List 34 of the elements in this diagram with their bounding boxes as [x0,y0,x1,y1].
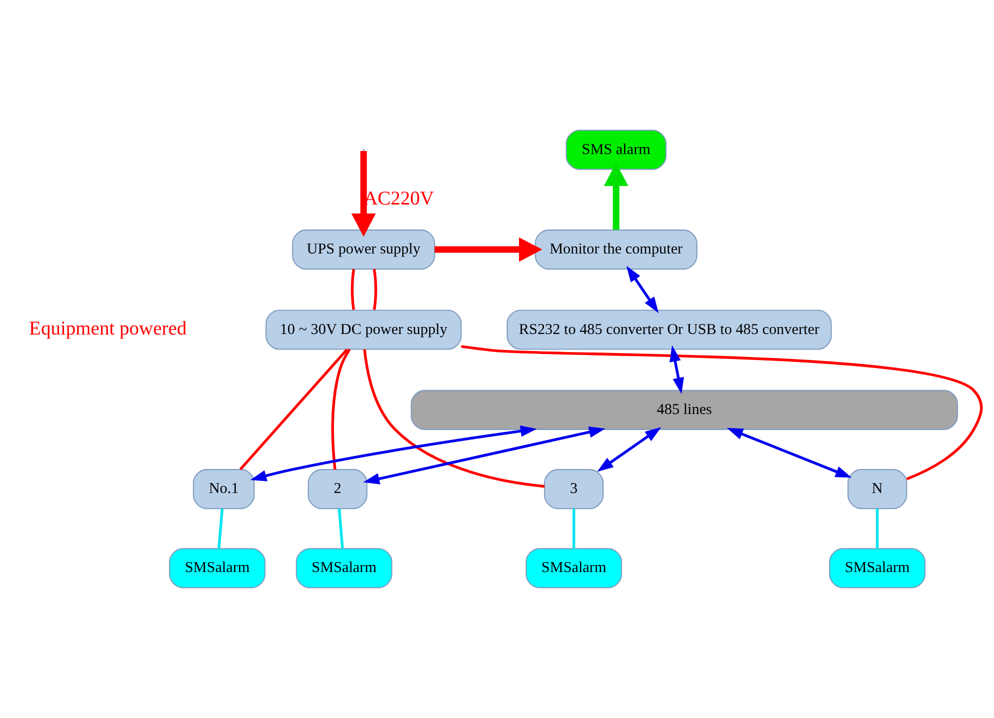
arrow [597,427,662,472]
arrow [434,237,542,262]
connector [338,508,344,549]
node-box: No.1 [192,469,255,510]
node-box: UPS power supply [292,230,436,270]
arrow [250,426,537,482]
arrow [670,345,684,394]
node-box: 2 [308,469,368,510]
node-box: SMSalarm [296,548,392,588]
node-box: Monitor the computer [534,230,698,270]
node-box: 3 [544,469,604,510]
connector [239,348,348,470]
node-box: SMSalarm [169,548,266,588]
arrow [626,266,659,314]
connector [876,508,879,549]
node-box: SMS alarm [566,130,666,170]
connector [350,268,356,310]
label: Equipment powered [29,318,187,340]
node-box: N [847,469,908,510]
arrow [604,162,628,230]
node-box: SMSalarm [526,548,622,588]
connector [572,508,576,549]
arrow [726,428,852,478]
arrow [351,151,376,237]
node-box: 485 lines [410,390,958,430]
connector [331,348,351,470]
node-box: SMSalarm [829,548,926,588]
connector [372,268,378,310]
node-box: 10 ~ 30V DC power supply [266,310,462,350]
node-box: RS232 to 485 converter Or USB to 485 converter [506,310,832,350]
connector [461,345,983,480]
connector [218,508,224,549]
connector [363,349,545,488]
arrow [363,426,606,484]
